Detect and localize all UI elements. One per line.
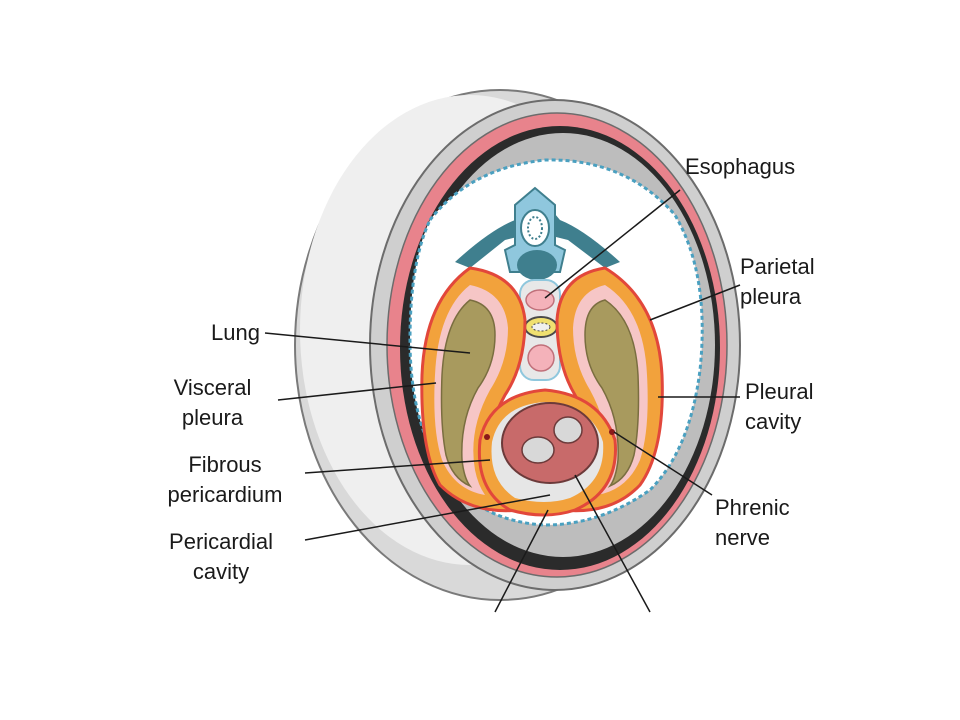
label-parietal-pleura: Parietal pleura — [740, 252, 815, 312]
aorta-structure — [527, 344, 555, 372]
label-parietal-pleura-line2: pleura — [740, 284, 802, 309]
esophagus-leader — [544, 189, 681, 299]
lung-leader — [264, 332, 471, 354]
heart-chamber-left — [521, 436, 555, 464]
label-esophagus-text: Esophagus — [685, 154, 796, 179]
visceral-pleura-leader — [277, 382, 437, 401]
pericardial-cavity-leader — [304, 494, 551, 541]
label-visceral-pleura-line1: Visceral — [173, 375, 252, 400]
label-parietal-pleura-line1: Parietal — [740, 254, 815, 279]
label-lung-text: Lung — [211, 320, 260, 345]
label-visceral-pleura-line2: pleura — [181, 405, 244, 430]
leader-lines — [264, 189, 741, 613]
esophagus-structure — [525, 289, 555, 311]
label-phrenic-nerve-line1: Phrenic — [715, 495, 790, 520]
label-pleural-cavity: Pleural cavity — [745, 377, 813, 437]
label-pericardial-cavity-line1: Pericardial — [169, 529, 273, 554]
mediastinum — [519, 279, 561, 381]
vertebra — [455, 186, 620, 280]
phrenic-nerve-leader — [613, 431, 713, 496]
label-pericardial-cavity: Pericardial cavity — [152, 527, 290, 587]
label-phrenic-nerve: Phrenic nerve — [715, 493, 790, 553]
label-pericardial-cavity-line2: cavity — [192, 559, 250, 584]
label-pleural-cavity-line2: cavity — [745, 409, 802, 434]
vertebral-body — [517, 250, 557, 280]
incision-leader-left — [494, 509, 549, 613]
label-visceral-pleura: Visceral pleura — [160, 373, 265, 433]
label-fibrous-pericardium: Fibrous pericardium — [150, 450, 300, 510]
label-lung: Lung — [190, 318, 260, 348]
trachea-lumen — [531, 322, 551, 332]
label-phrenic-nerve-line2: nerve — [715, 525, 771, 550]
left-lung — [420, 266, 527, 513]
label-esophagus: Esophagus — [685, 152, 795, 182]
spinal-cord — [520, 209, 550, 247]
left-lung-tissue — [440, 299, 496, 488]
label-pleural-cavity-line1: Pleural — [745, 379, 814, 404]
fibrous-pericardium-leader — [304, 459, 491, 474]
label-fibrous-pericardium-line2: pericardium — [167, 482, 283, 507]
heart-chamber-right — [553, 416, 583, 444]
label-fibrous-pericardium-line1: Fibrous — [188, 452, 262, 477]
incision-leader-right — [574, 474, 651, 613]
spinal-cord-core — [527, 216, 543, 240]
phrenic-nerve-right — [609, 429, 615, 435]
phrenic-nerve-left — [484, 434, 490, 440]
parietal-pleura-leader — [649, 284, 741, 321]
heart-and-pericardium — [477, 388, 617, 517]
